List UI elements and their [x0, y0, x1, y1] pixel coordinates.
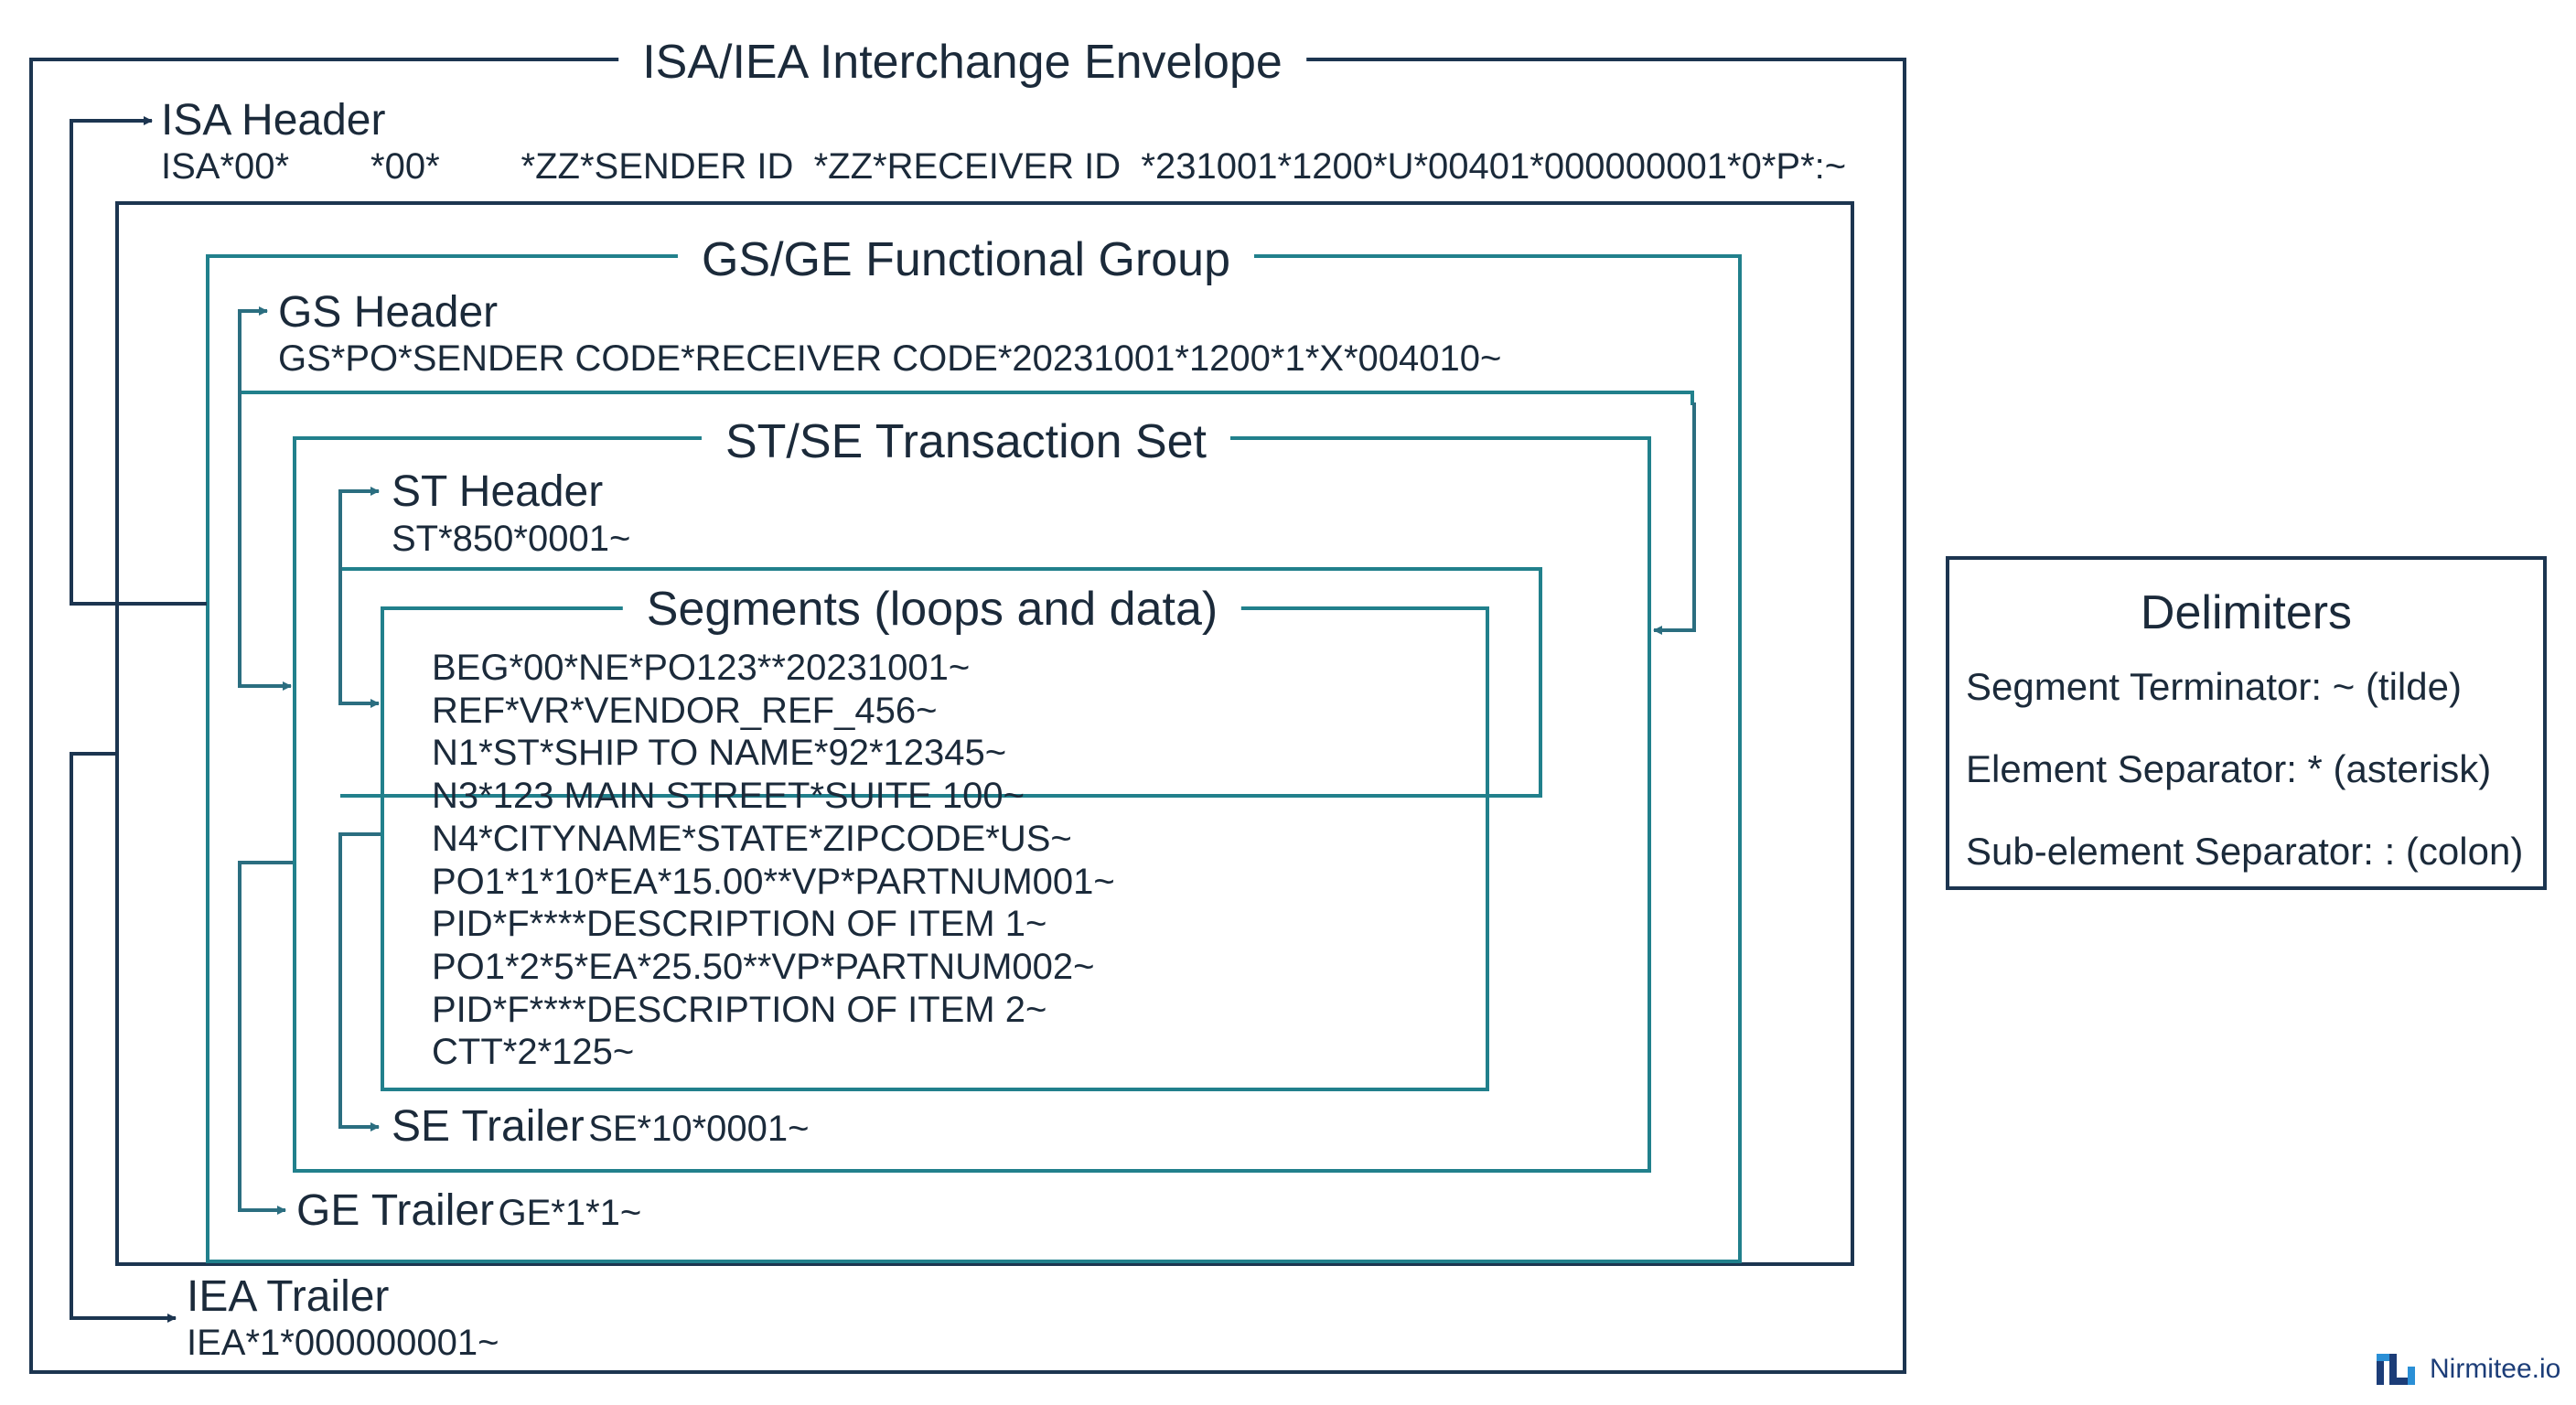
segments-title: Segments (loops and data) [622, 585, 1242, 633]
iea-trailer-code: IEA*1*000000001~ [187, 1323, 499, 1363]
delimiters-title: Delimiters [2140, 586, 2353, 639]
segment-line: REF*VR*VENDOR_REF_456~ [432, 690, 938, 731]
element-separator-text: Element Separator: * (asterisk) [1966, 747, 2492, 790]
envelope-title: ISA/IEA Interchange Envelope [618, 38, 1306, 86]
segment-line: CTT*2*125~ [432, 1032, 635, 1073]
st-header-label: ST Header [392, 467, 604, 516]
brand-logo: Nirmitee.io [2377, 1354, 2560, 1385]
segment-line: PID*F****DESCRIPTION OF ITEM 1~ [432, 904, 1047, 945]
segment-terminator-text: Segment Terminator: ~ (tilde) [1966, 665, 2462, 708]
segment-line: PO1*2*5*EA*25.50**VP*PARTNUM002~ [432, 946, 1095, 987]
segment-line: PO1*1*10*EA*15.00**VP*PARTNUM001~ [432, 861, 1115, 902]
transaction-set-title: ST/SE Transaction Set [701, 418, 1231, 466]
se-trailer-arrow [338, 832, 381, 1132]
isa-inner-box [115, 201, 1854, 1266]
segment-line: BEG*00*NE*PO123**20231001~ [432, 648, 971, 688]
sub-element-separator-text: Sub-element Separator: : (colon) [1966, 830, 2524, 873]
st-header-code: ST*850*0001~ [392, 519, 631, 559]
nirmitee-logo-icon [2377, 1354, 2415, 1385]
ge-trailer-label: GE Trailer [296, 1186, 495, 1235]
st-to-segments-arrow [338, 571, 380, 708]
isa-header-label: ISA Header [161, 96, 386, 145]
segment-line: N1*ST*SHIP TO NAME*92*12345~ [432, 733, 1007, 774]
segment-list: BEG*00*NE*PO123**20231001~ REF*VR*VENDOR… [432, 647, 1115, 1074]
ge-trailer-arrow [238, 861, 293, 1215]
iea-trailer-arrow [70, 752, 177, 1323]
iea-trailer-label: IEA Trailer [187, 1272, 390, 1321]
gs-header-arrow [238, 306, 268, 393]
ge-trailer: GE Trailer GE*1*1~ [296, 1189, 641, 1233]
segment-line: N4*CITYNAME*STATE*ZIPCODE*US~ [432, 818, 1072, 859]
se-trailer-label: SE Trailer [392, 1102, 585, 1151]
isa-header-arrow [70, 116, 207, 606]
isa-header-code: ISA*00* *00* *ZZ*SENDER ID *ZZ*RECEIVER … [161, 146, 1847, 187]
gs-inner-box [240, 391, 1694, 405]
gs-right-return-arrow [1653, 402, 1696, 635]
brand-name: Nirmitee.io [2430, 1354, 2561, 1384]
gs-to-transaction-arrow [238, 393, 292, 691]
segment-line: PID*F****DESCRIPTION OF ITEM 2~ [432, 989, 1047, 1030]
ge-trailer-code: GE*1*1~ [498, 1193, 642, 1233]
segment-line: N3*123 MAIN STREET*SUITE 100~ [432, 776, 1025, 817]
gs-header-code: GS*PO*SENDER CODE*RECEIVER CODE*20231001… [278, 338, 1502, 379]
se-trailer: SE Trailer SE*10*0001~ [392, 1105, 810, 1149]
gs-header-label: GS Header [278, 288, 499, 337]
functional-group-title: GS/GE Functional Group [677, 236, 1255, 284]
delimiters-box: Delimiters Segment Terminator: ~ (tilde)… [1946, 556, 2547, 890]
st-header-arrow [338, 487, 380, 571]
st-inner-box [340, 567, 1542, 798]
se-trailer-code: SE*10*0001~ [588, 1109, 810, 1149]
